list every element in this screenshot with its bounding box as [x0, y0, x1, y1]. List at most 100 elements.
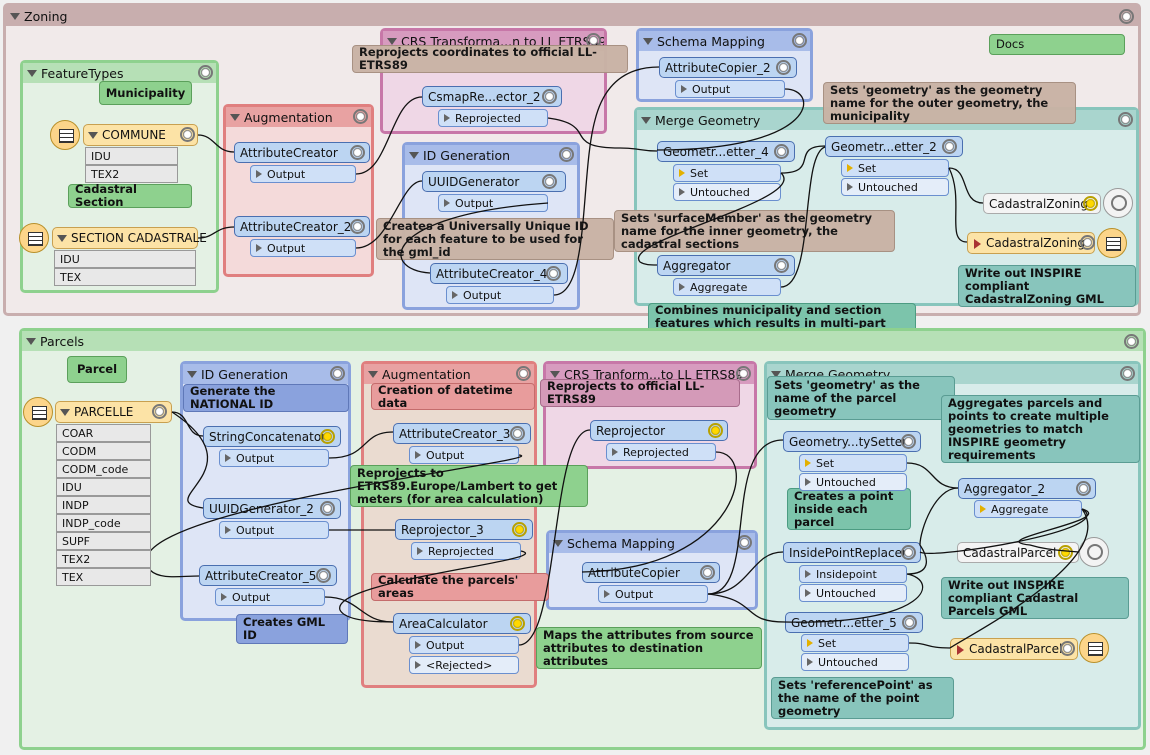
aggregator-2[interactable]: Aggregator_2 — [958, 478, 1096, 499]
surface-member-annotation[interactable]: Sets 'surfaceMember' as the geometry nam… — [614, 210, 895, 252]
reference-point-annotation[interactable]: Sets 'referencePoint' as the name of the… — [771, 677, 954, 719]
gear-icon[interactable] — [1083, 196, 1098, 211]
gear-icon[interactable] — [700, 565, 715, 580]
output-port[interactable]: Output — [438, 194, 548, 212]
attribute-copier-2[interactable]: AttributeCopier_2 — [659, 57, 797, 78]
aggregator[interactable]: Aggregator — [657, 255, 795, 276]
gear-icon[interactable] — [350, 219, 365, 234]
gear-icon[interactable] — [901, 434, 916, 449]
gear-icon[interactable] — [1076, 481, 1091, 496]
set-port[interactable]: Set — [799, 454, 907, 472]
geometry-setter[interactable]: Geometry...tySetter — [783, 431, 921, 452]
gear-icon[interactable] — [320, 501, 335, 516]
writer-cadastral-parcel[interactable]: CadastralParcel — [950, 638, 1078, 660]
geometry-name-annotation[interactable]: Sets 'geometry' as the name of the parce… — [767, 376, 955, 420]
reprojected-port[interactable]: Reprojected — [606, 443, 716, 461]
uuid-generator[interactable]: UUIDGenerator — [422, 171, 566, 192]
writer-database-icon[interactable] — [1079, 633, 1109, 663]
reader-database-icon[interactable] — [50, 120, 80, 150]
string-concatenator[interactable]: StringConcatenator — [203, 426, 341, 447]
maps-annotation[interactable]: Maps the attributes from source attribut… — [536, 627, 762, 669]
gear-icon[interactable] — [774, 258, 789, 273]
attribute-creator-2[interactable]: AttributeCreator_2 — [234, 216, 370, 237]
untouched-port[interactable]: Untouched — [673, 183, 781, 201]
municipality-annotation[interactable]: Municipality — [99, 81, 192, 105]
write-parcels-annotation[interactable]: Write out INSPIRE compliant Cadastral Pa… — [941, 577, 1129, 619]
gear-icon[interactable] — [353, 109, 368, 124]
datetime-annotation[interactable]: Creation of datetime data — [371, 383, 535, 410]
set-port[interactable]: Set — [673, 164, 781, 182]
gear-icon[interactable] — [708, 423, 723, 438]
reprojector[interactable]: Reprojector — [590, 420, 728, 441]
output-port[interactable]: Output — [219, 521, 329, 539]
gear-icon[interactable] — [516, 366, 531, 381]
gear-icon[interactable] — [901, 545, 916, 560]
gear-icon[interactable] — [1119, 9, 1134, 24]
gear-icon[interactable] — [902, 615, 917, 630]
reader-database-icon[interactable] — [23, 397, 53, 427]
gear-icon[interactable] — [559, 147, 574, 162]
reproject-annotation[interactable]: Reprojects coordinates to official LL-ET… — [352, 45, 628, 73]
set-port[interactable]: Set — [801, 634, 909, 652]
gear-icon[interactable] — [512, 522, 527, 537]
aggregate-port[interactable]: Aggregate — [673, 278, 781, 296]
gear-icon[interactable] — [510, 616, 525, 631]
aggregate-port[interactable]: Aggregate — [974, 500, 1082, 518]
untouched-port[interactable]: Untouched — [799, 473, 907, 491]
uuid-generator-2[interactable]: UUIDGenerator_2 — [203, 498, 341, 519]
gear-icon[interactable] — [316, 568, 331, 583]
write-zoning-annotation[interactable]: Write out INSPIRE compliant CadastralZon… — [958, 265, 1136, 307]
gear-icon[interactable] — [736, 366, 751, 381]
output-port[interactable]: Output — [409, 636, 519, 654]
gear-icon[interactable] — [546, 266, 561, 281]
lambert-annotation[interactable]: Reprojects to ETRS89.Europe/Lambert to g… — [350, 465, 588, 507]
output-port[interactable]: Output — [409, 446, 519, 464]
gear-icon[interactable] — [180, 127, 195, 142]
geometry-setter-2[interactable]: Geometr...etter_2 — [825, 136, 963, 157]
gear-icon[interactable] — [542, 89, 557, 104]
reader-section-cadastrale[interactable]: SECTION CADASTRALE — [52, 227, 207, 249]
gear-icon[interactable] — [320, 429, 335, 444]
gear-icon[interactable] — [776, 60, 791, 75]
gear-icon[interactable] — [792, 33, 807, 48]
gear-icon[interactable] — [198, 65, 213, 80]
insidepoint-port[interactable]: Insidepoint — [799, 565, 907, 583]
output-port[interactable]: Output — [250, 165, 356, 183]
gear-icon[interactable] — [942, 139, 957, 154]
gear-icon[interactable] — [1060, 641, 1075, 656]
attribute-creator-4[interactable]: AttributeCreator_4 — [430, 263, 568, 284]
output-port[interactable]: Output — [219, 449, 329, 467]
geometry-name-annotation[interactable]: Sets 'geometry' as the geometry name for… — [823, 82, 1076, 124]
reprojector-3[interactable]: Reprojector_3 — [395, 519, 533, 540]
gear-icon[interactable] — [350, 145, 365, 160]
untouched-port[interactable]: Untouched — [801, 653, 909, 671]
geometry-setter-5[interactable]: Geometr...etter_5 — [785, 612, 923, 633]
gear-icon[interactable] — [152, 404, 167, 419]
parcel-annotation[interactable]: Parcel — [67, 356, 127, 383]
output-port[interactable]: Output — [215, 588, 325, 606]
reader-database-icon[interactable] — [19, 223, 49, 253]
gear-icon[interactable] — [1118, 112, 1133, 127]
uuid-annotation[interactable]: Creates a Universally Unique ID for each… — [376, 218, 614, 260]
national-id-annotation[interactable]: Generate the NATIONAL ID — [183, 384, 349, 412]
set-port[interactable]: Set — [841, 159, 949, 177]
output-port[interactable]: Output — [250, 239, 356, 257]
writer-database-icon[interactable] — [1097, 228, 1127, 258]
gear-icon[interactable] — [330, 366, 345, 381]
area-annotation[interactable]: Calculate the parcels' areas — [371, 573, 549, 601]
gear-icon[interactable] — [1080, 235, 1095, 250]
collapse-icon[interactable] — [26, 337, 36, 345]
gear-icon[interactable] — [1058, 545, 1073, 560]
attribute-creator[interactable]: AttributeCreator — [234, 142, 370, 163]
untouched-port[interactable]: Untouched — [841, 178, 949, 196]
attribute-creator-5[interactable]: AttributeCreator_5 — [199, 565, 337, 586]
aggregates-annotation[interactable]: Aggregates parcels and points to create … — [941, 395, 1140, 463]
reprojected-port[interactable]: Reprojected — [411, 542, 521, 560]
reader-commune[interactable]: COMMUNE — [83, 124, 198, 146]
reprojected-port[interactable]: Reprojected — [438, 109, 548, 127]
inspector-icon[interactable] — [1103, 188, 1133, 218]
gear-icon[interactable] — [774, 144, 789, 159]
inside-point-annotation[interactable]: Creates a point inside each parcel — [787, 488, 911, 530]
output-port[interactable]: Output — [446, 286, 554, 304]
output-port[interactable]: Output — [598, 585, 708, 603]
